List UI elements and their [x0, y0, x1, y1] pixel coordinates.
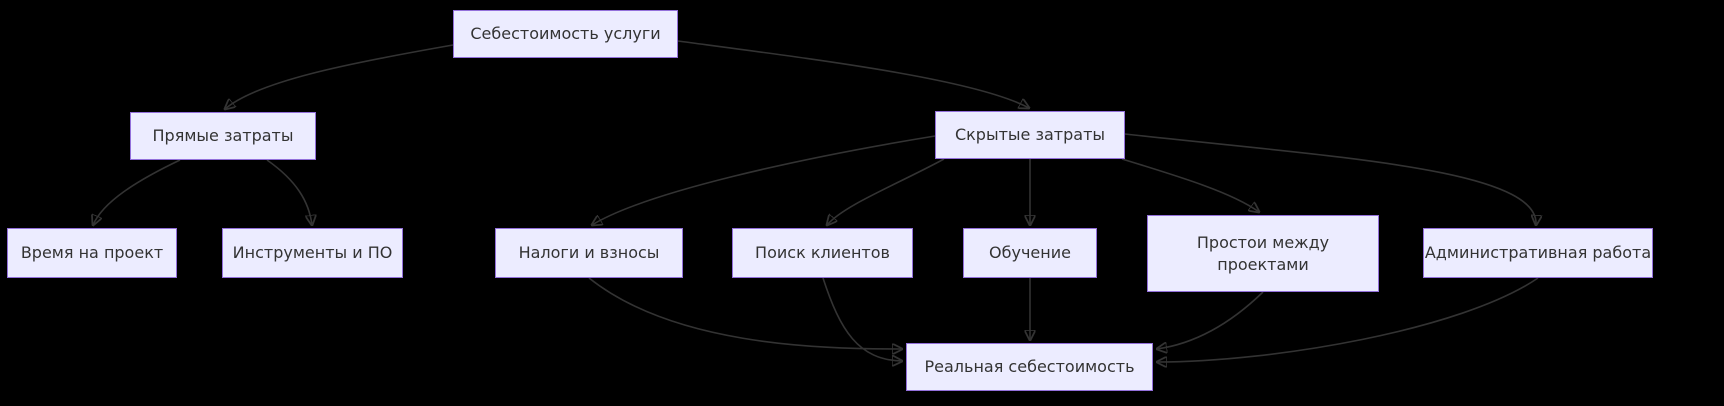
node-label: Реальная себестоимость: [924, 357, 1135, 377]
edge-admin-real: [1157, 277, 1539, 362]
node-label: Время на проект: [20, 243, 164, 263]
edge-taxes-real: [588, 277, 902, 349]
edge-root-direct: [225, 44, 454, 109]
node-label: Прямые затраты: [152, 126, 294, 146]
node-label: Скрытые затраты: [954, 125, 1106, 145]
node-label: Административная работа: [1424, 243, 1652, 263]
edge-root-hidden: [677, 40, 1029, 108]
node-label: Себестоимость услуги: [470, 24, 661, 44]
node-label: Обучение: [989, 243, 1071, 263]
node-vremya-na-proekt: Время на проект: [7, 228, 177, 278]
node-poisk-klientov: Поиск клиентов: [732, 228, 913, 278]
node-administrativnaya-rabota: Административная работа: [1423, 228, 1653, 278]
node-realnaya-sebestoimost: Реальная себестоимость: [906, 343, 1153, 391]
edge-hidden-clients: [827, 158, 945, 225]
node-label: Поиск клиентов: [755, 243, 890, 263]
edge-downtime-real: [1157, 291, 1264, 349]
edge-hidden-taxes: [592, 135, 936, 225]
edge-hidden-admin: [1124, 133, 1536, 225]
node-pryamye-zatraty: Прямые затраты: [130, 112, 316, 160]
edge-direct-tools: [266, 159, 312, 225]
node-sebestoimost-uslugi: Себестоимость услуги: [453, 10, 678, 58]
node-obuchenie: Обучение: [963, 228, 1097, 278]
edge-hidden-downtime: [1121, 158, 1259, 212]
node-prostoi-mezhdu-proektami: Простои между проектами: [1147, 215, 1379, 292]
node-label: Простои между проектами: [1196, 232, 1330, 274]
node-skrytye-zatraty: Скрытые затраты: [935, 111, 1125, 159]
edge-direct-time: [93, 159, 181, 225]
node-label: Налоги и взносы: [518, 243, 660, 263]
node-instrumenty-i-po: Инструменты и ПО: [222, 228, 403, 278]
edge-clients-real: [822, 277, 902, 361]
node-label: Инструменты и ПО: [232, 243, 393, 263]
node-nalogi-i-vznosy: Налоги и взносы: [495, 228, 683, 278]
